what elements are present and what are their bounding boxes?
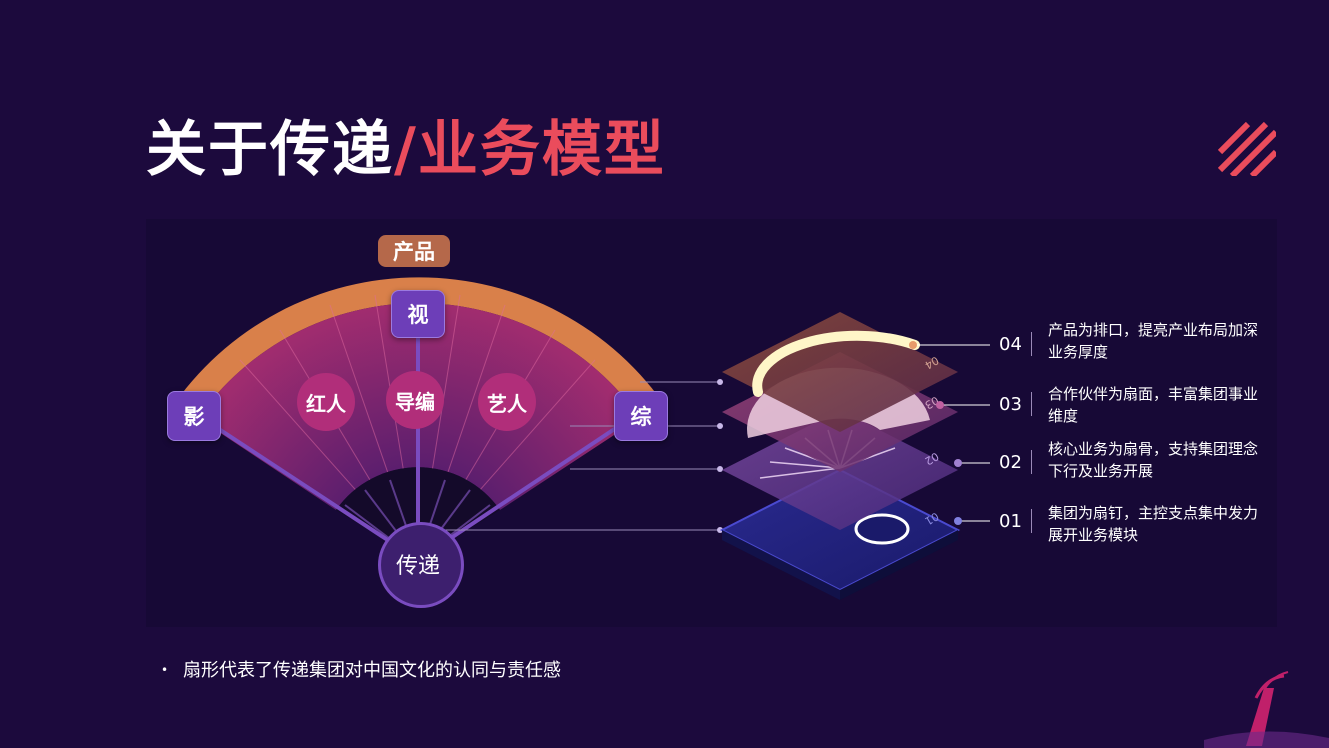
stripes-icon xyxy=(1218,122,1276,176)
divider xyxy=(1031,509,1032,533)
layer-01-tag: 01 xyxy=(922,509,941,527)
layer-01-logo xyxy=(854,513,910,545)
title-sub: /业务模型 xyxy=(394,115,666,185)
divider xyxy=(1031,392,1032,416)
rib-label-left: 影 xyxy=(167,391,221,441)
layer-04-number: 04 xyxy=(999,334,1022,355)
product-label: 产品 xyxy=(378,235,450,267)
layer-03-desc: 合作伙伴为扇面，丰富集团事业维度 xyxy=(1048,385,1259,425)
divider xyxy=(1031,332,1032,356)
footnote: 扇形代表了传递集团对中国文化的认同与责任感 xyxy=(183,660,561,681)
layer-01-desc: 集团为扇钉，主控支点集中发力展开业务模块 xyxy=(1048,504,1259,544)
layer-04-desc: 产品为排口，提亮产业布局加深业务厚度 xyxy=(1048,321,1259,361)
layer-02-desc: 核心业务为扇骨，支持集团理念下行及业务开展 xyxy=(1048,440,1259,480)
title-main: 关于传递 xyxy=(146,115,394,185)
company-logo xyxy=(378,522,464,608)
layer-02-tag: 02 xyxy=(922,449,941,467)
logo-text: 传递 xyxy=(395,554,440,579)
page-title: 关于传递/业务模型 xyxy=(146,112,666,188)
circle-artist: 艺人 xyxy=(478,373,536,431)
rib-label-right: 综 xyxy=(614,391,668,441)
circle-influencer: 红人 xyxy=(297,373,355,431)
layer-03-tag: 03 xyxy=(922,393,941,411)
layer-04-tag: 04 xyxy=(922,353,941,371)
watermark-logo xyxy=(1204,671,1329,748)
layer-01-number: 01 xyxy=(999,511,1022,532)
circle-director: 导编 xyxy=(386,371,444,429)
rib-label-center: 视 xyxy=(391,290,445,338)
fan-band xyxy=(170,277,668,418)
layer-03-number: 03 xyxy=(999,394,1022,415)
bullet-icon: • xyxy=(161,663,169,677)
divider xyxy=(1031,450,1032,474)
layer-02-number: 02 xyxy=(999,452,1022,473)
